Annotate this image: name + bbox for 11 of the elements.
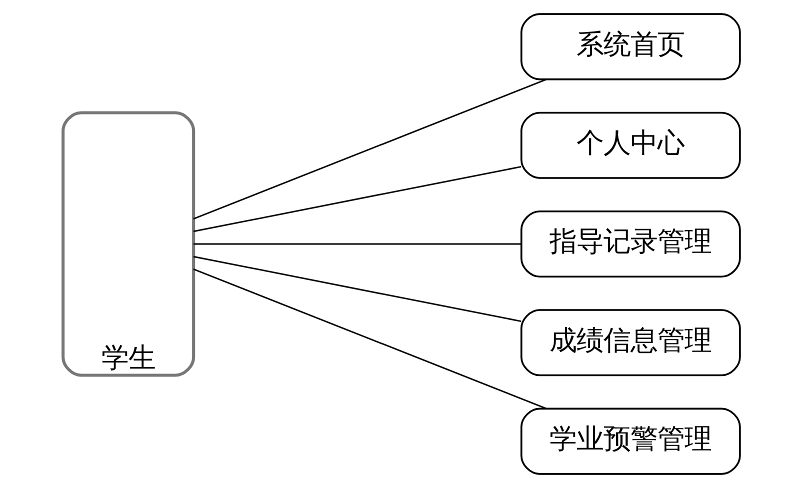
- connector: [193, 268, 547, 410]
- node-box: 指导记录管理: [520, 210, 741, 278]
- node-box: 系统首页: [520, 13, 741, 80]
- connector: [194, 243, 522, 245]
- connector: [193, 256, 522, 322]
- node-box: 学生: [62, 111, 196, 377]
- node-box: 成绩信息管理: [520, 309, 741, 376]
- connector: [193, 78, 547, 220]
- connector: [193, 166, 522, 232]
- node-box: 学业预警管理: [520, 408, 741, 475]
- node-box: 个人中心: [520, 112, 741, 179]
